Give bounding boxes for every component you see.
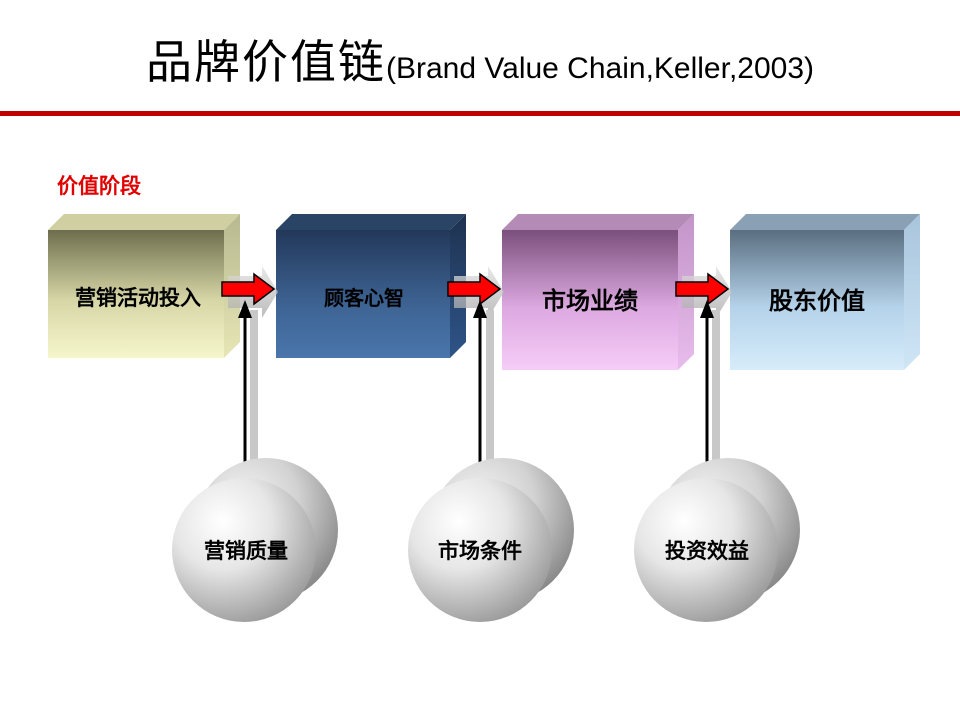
title-divider xyxy=(0,111,960,116)
flow-arrow-2 xyxy=(447,272,502,306)
stage-label-shareholder-value: 股东价值 xyxy=(769,287,865,315)
multiplier-label-investment-sentiment: 投资效益 xyxy=(665,539,749,563)
stage-box-customer-mindset: 顾客心智 xyxy=(276,214,466,358)
stage-box-market-performance: 市场业绩 xyxy=(502,214,694,370)
stage-box-shareholder-value: 股东价值 xyxy=(730,214,920,370)
page-title: 品牌价值链(Brand Value Chain,Keller,2003) xyxy=(0,26,960,92)
multiplier-circle-investment-sentiment: 投资效益 xyxy=(634,458,800,622)
multiplier-circle-market-conditions: 市场条件 xyxy=(408,458,574,622)
multiplier-arrow-3 xyxy=(700,300,714,476)
vertical-shadow-bars xyxy=(250,310,720,470)
title-main: 品牌价值链 xyxy=(145,35,386,89)
multiplier-arrow-2 xyxy=(473,300,487,476)
multiplier-arrow-1 xyxy=(238,300,252,476)
title-sub: (Brand Value Chain,Keller,2003) xyxy=(385,52,815,85)
multiplier-circle-marketing-quality: 营销质量 xyxy=(172,458,338,622)
stage-label-marketing-input: 营销活动投入 xyxy=(75,286,201,310)
stage-label-customer-mindset: 顾客心智 xyxy=(324,286,404,310)
stage-section-label: 价值阶段 xyxy=(57,174,141,198)
flow-arrow-1 xyxy=(221,272,276,306)
multiplier-label-marketing-quality: 营销质量 xyxy=(204,539,288,563)
flow-arrow-3 xyxy=(675,272,730,306)
stage-label-market-performance: 市场业绩 xyxy=(542,287,638,315)
multiplier-label-market-conditions: 市场条件 xyxy=(438,539,522,563)
stage-box-marketing-input: 营销活动投入 xyxy=(48,214,240,358)
